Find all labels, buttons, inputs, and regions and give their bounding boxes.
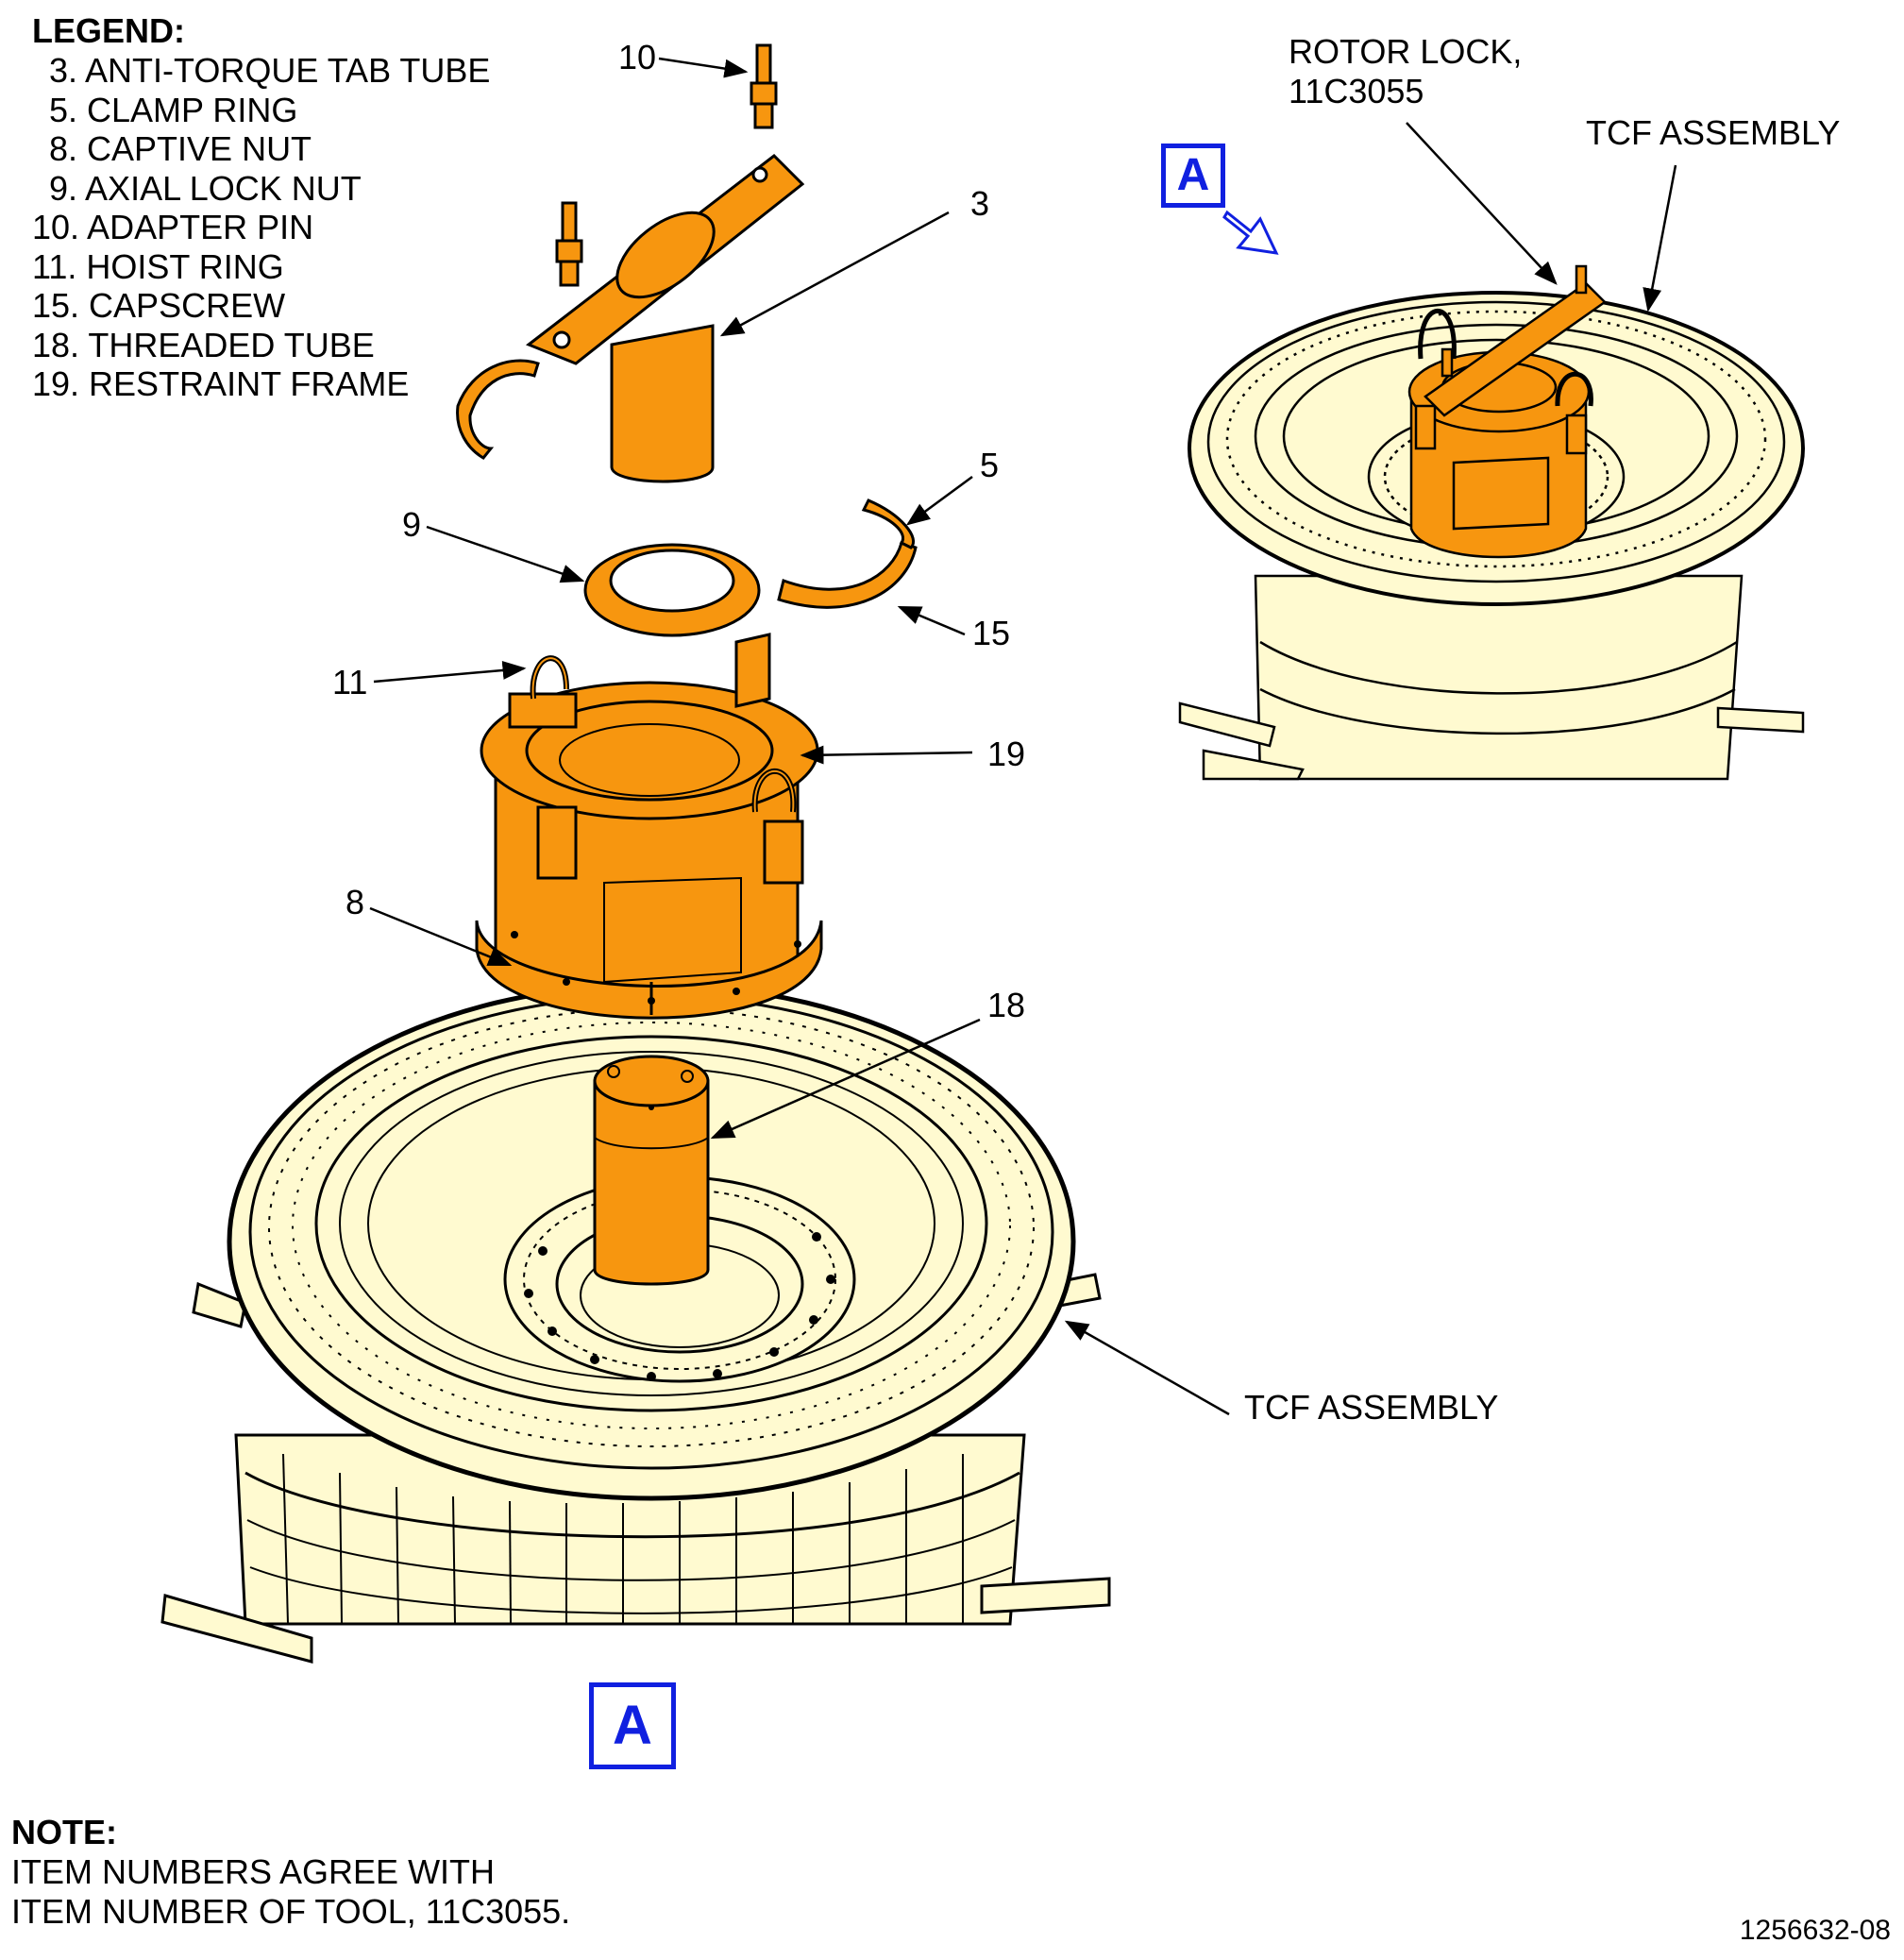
legend-list: 3. ANTI-TORQUE TAB TUBE 5. CLAMP RING 8.… [32,51,490,404]
callout-19: 19 [987,735,1026,773]
callout-tcf-assembly-main: TCF ASSEMBLY [1244,1388,1499,1427]
threaded-tube-part [593,1055,710,1286]
callout-rotor-lock-line1: ROTOR LOCK, [1289,32,1523,71]
callout-10: 10 [618,38,657,76]
legend-item: 19. RESTRAINT FRAME [32,364,410,403]
view-marker-inset: A [1161,144,1225,208]
legend-item: 15. CAPSCREW [32,286,286,325]
note-title: NOTE: [11,1813,117,1851]
legend-item: 3. ANTI-TORQUE TAB TUBE [49,51,491,90]
callout-15: 15 [972,614,1011,652]
note-line: ITEM NUMBERS AGREE WITH [11,1852,496,1891]
anti-torque-tab-tube-part [456,154,805,483]
legend-item: 5. CLAMP RING [49,90,298,129]
leader-lines [369,57,1677,1416]
view-marker-main: A [589,1682,676,1769]
legend-item: 10. ADAPTER PIN [32,208,314,246]
axial-lock-nut-part [583,543,761,637]
view-direction-arrow-icon [1222,210,1279,255]
callout-tcf-assembly-inset: TCF ASSEMBLY [1586,113,1841,152]
callout-11: 11 [332,663,368,701]
callout-5: 5 [980,446,1000,484]
adapter-pin-part [555,43,778,287]
callout-3: 3 [970,184,990,223]
restraint-frame-part [475,633,823,1020]
callout-9: 9 [402,505,422,544]
legend-title: LEGEND: [32,11,185,50]
legend-item: 9. AXIAL LOCK NUT [49,168,362,208]
legend-item: 11. HOIST RING [32,246,284,286]
figure-number: 1256632-08 [1739,1915,1891,1946]
note-line: ITEM NUMBER OF TOOL, 11C3055. [11,1892,571,1931]
callout-18: 18 [987,986,1026,1024]
legend-item: 18. THREADED TUBE [32,325,375,364]
clamp-ring-part [777,498,918,609]
callout-8: 8 [345,883,365,921]
inset-assembly-view [1178,264,1805,781]
callout-rotor-lock-line2: 11C3055 [1289,72,1424,110]
legend-item: 8. CAPTIVE NUT [49,129,312,168]
